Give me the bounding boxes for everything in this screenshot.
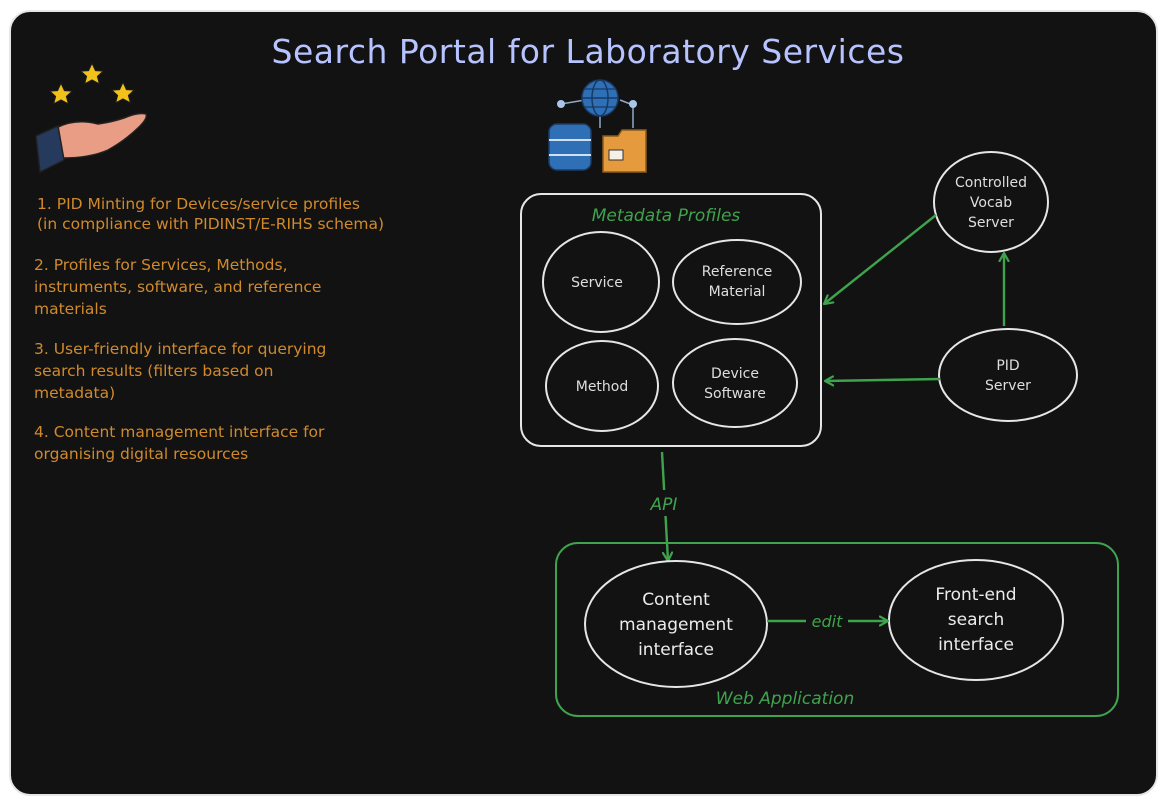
pid-server-label-1: PID [996, 358, 1019, 374]
api-label-bg [640, 490, 688, 516]
method-label: Method [576, 379, 629, 395]
database-icon [548, 123, 592, 171]
edit-label-bg [806, 610, 848, 632]
feature-3-line-2: search results (filters based on [34, 362, 273, 380]
controlled-vocab-label-1: Controlled [955, 175, 1027, 191]
content-management-label-1: Content [642, 590, 710, 610]
service-label: Service [571, 275, 623, 291]
web-application-label: Web Application [716, 689, 854, 709]
front-end-search-label-1: Front-end [935, 585, 1016, 605]
edit-label: edit [812, 612, 843, 631]
front-end-search-label-2: search [948, 610, 1004, 630]
device-software-label-2: Software [704, 386, 766, 402]
database-network-icon [548, 79, 647, 173]
star-icon [48, 81, 74, 106]
pid-server-label-2: Server [985, 378, 1031, 394]
device-software-label-1: Device [711, 366, 759, 382]
feature-4-line-2: organising digital resources [34, 445, 248, 463]
controlled-vocab-server-node: Controlled Vocab Server [933, 151, 1049, 253]
metadata-profiles-label: Metadata Profiles [592, 206, 741, 226]
service-node: Service [542, 231, 660, 333]
feature-list: 1. PID Minting for Devices/service profi… [34, 195, 384, 463]
feature-2-line-3: materials [34, 300, 107, 318]
method-node: Method [545, 340, 659, 432]
device-software-node: Device Software [672, 338, 798, 428]
web-application-box [555, 542, 1119, 717]
star-icon [110, 80, 136, 105]
controlled-vocab-label-2: Vocab [970, 195, 1012, 211]
feature-4-line-1: 4. Content management interface for [34, 423, 325, 441]
pid-server-node: PID Server [938, 328, 1078, 422]
diagram-frame [9, 10, 1158, 796]
content-management-label-3: interface [638, 640, 714, 660]
controlled-vocab-label-3: Server [968, 215, 1014, 231]
feature-3-line-1: 3. User-friendly interface for querying [34, 340, 326, 358]
feature-1-line-2: (in compliance with PIDINST/E-RIHS schem… [37, 215, 384, 233]
folder-icon [602, 129, 647, 173]
content-management-label-2: management [619, 615, 733, 635]
reference-material-label-1: Reference [702, 264, 773, 280]
node-dot-icon [629, 100, 637, 108]
node-dot-icon [557, 100, 565, 108]
content-management-node: Content management interface [584, 560, 768, 688]
star-icon [79, 61, 105, 86]
api-label: API [650, 495, 678, 515]
front-end-search-label-3: interface [938, 635, 1014, 655]
vocab-to-profiles-arrow [824, 214, 937, 304]
feature-2-line-1: 2. Profiles for Services, Methods, [34, 256, 288, 274]
front-end-search-node: Front-end search interface [888, 559, 1064, 681]
feature-3-line-3: metadata) [34, 384, 115, 402]
feature-1-line-1: 1. PID Minting for Devices/service profi… [37, 195, 360, 213]
pid-to-profiles-arrow [825, 379, 941, 381]
metadata-profiles-box [520, 193, 822, 447]
stars-hand-icon [35, 61, 148, 174]
reference-material-label-2: Material [709, 284, 766, 300]
sleeve-icon [35, 124, 65, 174]
hand-icon [55, 112, 148, 159]
feature-2-line-2: instruments, software, and reference [34, 278, 321, 296]
reference-material-node: Reference Material [672, 239, 802, 325]
page-title: Search Portal for Laboratory Services [272, 32, 905, 71]
